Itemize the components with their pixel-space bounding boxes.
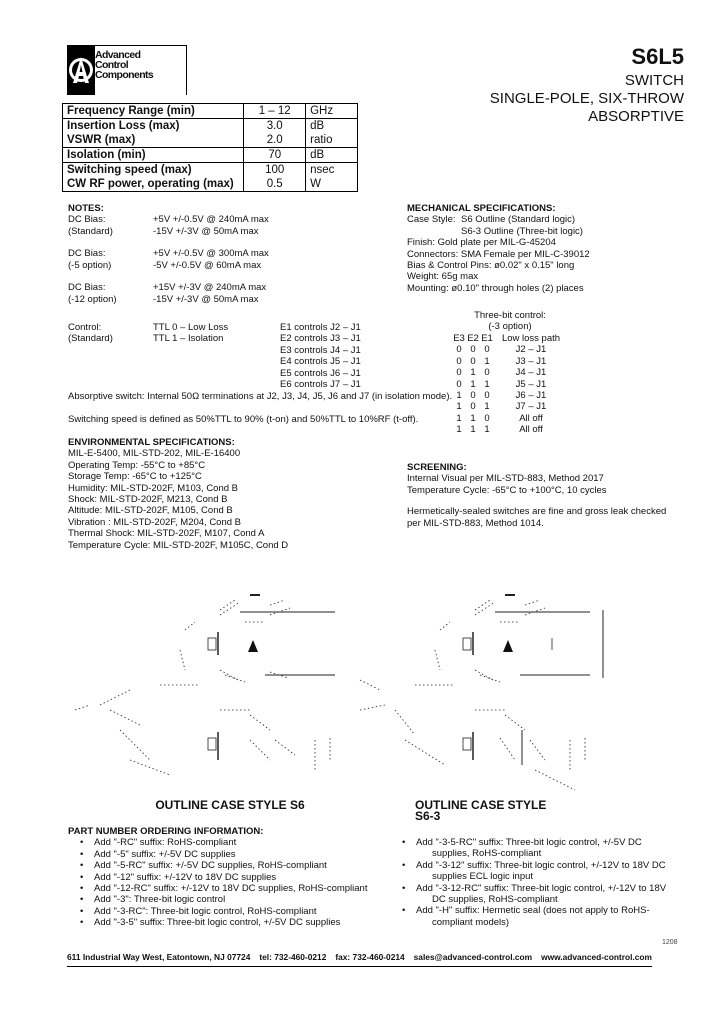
mechanical-section: MECHANICAL SPECIFICATIONS: Case Style: S… [407, 203, 590, 294]
spec-row: Switching speed (max) 100 nsec [61, 162, 358, 177]
environmental-section: ENVIRONMENTAL SPECIFICATIONS: MIL-E-5400… [68, 437, 289, 551]
logo-mark [67, 45, 95, 95]
ordering-item: Add "-RC" suffix: RoHS-compliant [68, 837, 398, 849]
ordering-item: Add "-12-RC" suffix: +/-12V to 18V DC su… [68, 883, 398, 895]
spec-row: Frequency Range (min) 1 – 12 GHz [61, 103, 358, 119]
ordering-list-right: Add "-3-5-RC" suffix: Three-bit logic co… [390, 837, 690, 928]
product-subtitle: SWITCH SINGLE-POLE, SIX-THROW ABSORPTIVE [489, 72, 684, 125]
spec-row: VSWR (max) 2.0 ratio [61, 133, 358, 148]
outline-drawing-s6-3 [395, 594, 604, 791]
switching-speed-note: Switching speed is defined as 50%TTL to … [68, 414, 419, 425]
ordering-item: Add "-3-5-RC" suffix: Three-bit logic co… [390, 837, 690, 860]
ordering-item: Add "-3-12-RC" suffix: Three-bit logic c… [390, 883, 690, 906]
dc-bias-12-option: DC Bias: (-12 option) +15V +/-3V @ 240mA… [68, 282, 267, 305]
spec-row: CW RF power, operating (max) 0.5 W [61, 177, 358, 192]
outline-drawing-s6 [74, 594, 386, 776]
ordering-item: Add "-5" suffix: +/-5V DC supplies [68, 849, 398, 861]
document-code: 1208 [662, 939, 678, 946]
ordering-item: Add "-3-12" suffix: Three-bit logic cont… [390, 860, 690, 883]
footer-address: 611 Industrial Way West, Eatontown, NJ 0… [67, 952, 251, 962]
dc-bias-5-option: DC Bias: (-5 option) +5V +/-0.5V @ 300mA… [68, 248, 269, 271]
absorptive-note: Absorptive switch: Internal 50Ω terminat… [68, 391, 453, 402]
footer-website-link[interactable]: www.advanced-control.com [541, 952, 652, 962]
ordering-item: Add "-12" suffix: +/-12V to 18V DC suppl… [68, 872, 398, 884]
notes-section: NOTES: DC Bias: (Standard) +5V +/-0.5V @… [68, 203, 398, 306]
spec-table: Frequency Range (min) 1 – 12 GHz Inserti… [61, 103, 358, 192]
spec-row: Isolation (min) 70 dB [61, 147, 358, 163]
logo-frame [67, 45, 187, 95]
ordering-section-right: Add "-3-5-RC" suffix: Three-bit logic co… [390, 837, 690, 928]
ordering-list-left: Add "-RC" suffix: RoHS-compliant Add "-5… [68, 837, 398, 929]
footer-email-link[interactable]: sales@advanced-control.com [413, 952, 533, 962]
control-section: Control: (Standard) TTL 0 – Low Loss TTL… [68, 322, 361, 391]
footer-tel: tel: 732-460-0212 [259, 952, 327, 962]
ordering-section-left: PART NUMBER ORDERING INFORMATION: Add "-… [68, 826, 398, 929]
ordering-item: Add "-5-RC" suffix: +/-5V DC supplies, R… [68, 860, 398, 872]
ordering-item: Add "-3-5" suffix: Three-bit logic contr… [68, 917, 398, 929]
control-mapping-list: E1 controls J2 – J1 E2 controls J3 – J1 … [280, 322, 361, 391]
footer-fax: fax: 732-460-0214 [335, 952, 405, 962]
outline-title-s6-3: OUTLINE CASE STYLE S6-3 [415, 798, 547, 824]
ordering-item: Add "-H" suffix: Hermetic seal (does not… [390, 905, 690, 928]
logo-a-icon [69, 57, 93, 83]
ordering-item: Add "-3-RC": Three-bit logic control, Ro… [68, 906, 398, 918]
company-name: Advanced Control Components [95, 49, 154, 81]
footer: 611 Industrial Way West, Eatontown, NJ 0… [67, 952, 652, 968]
spec-row: Insertion Loss (max) 3.0 dB [61, 118, 358, 133]
screening-section: SCREENING: Internal Visual per MIL-STD-8… [407, 462, 667, 529]
notes-title: NOTES: [68, 203, 104, 214]
part-number: S6L5 [631, 44, 684, 69]
ordering-item: Add "-3": Three-bit logic control [68, 894, 398, 906]
three-bit-control: Three-bit control: (-3 option) [474, 310, 546, 333]
dc-bias-standard: DC Bias: (Standard) +5V +/-0.5V @ 240mA … [68, 214, 269, 237]
outline-title-s6: OUTLINE CASE STYLE S6 [155, 798, 305, 812]
